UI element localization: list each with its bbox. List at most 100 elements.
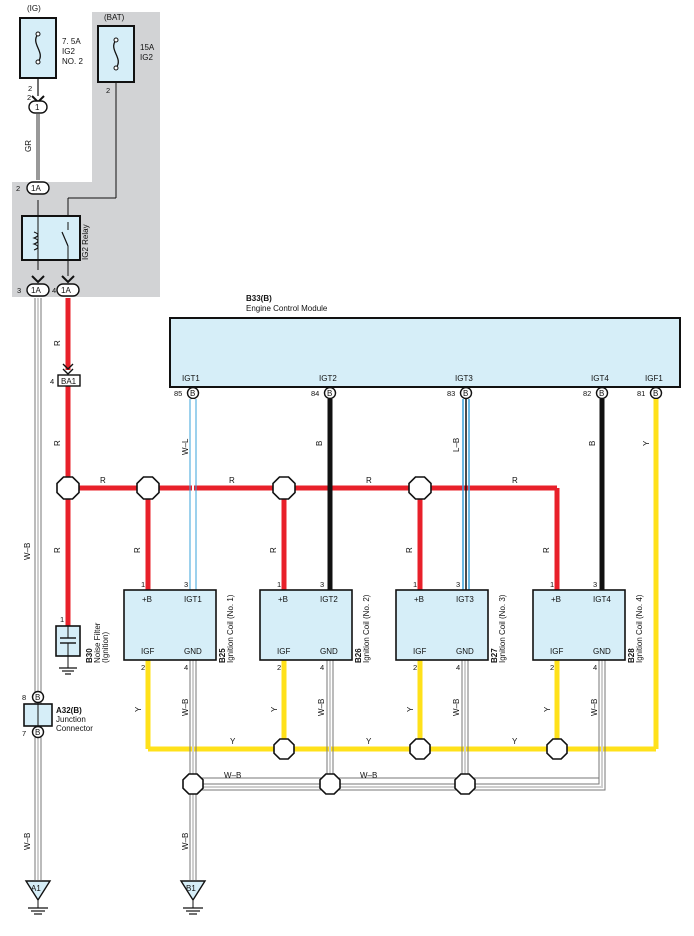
svg-text:GND: GND — [456, 647, 474, 656]
svg-text:Ignition Coil (No. 1): Ignition Coil (No. 1) — [226, 594, 235, 663]
svg-text:3: 3 — [456, 580, 460, 589]
wire-r-label-7: R — [512, 476, 518, 485]
svg-text:4: 4 — [456, 663, 460, 672]
ground-a1 — [24, 880, 52, 915]
wire-wb-label-3: W–B — [181, 699, 190, 716]
ig2-relay — [21, 200, 81, 276]
svg-text:B26: B26 — [354, 648, 363, 663]
splice-yellow-2 — [409, 738, 431, 760]
connector-1-pin: 2 — [27, 93, 31, 102]
fuse2-name: IG2 — [140, 53, 153, 62]
svg-text:4: 4 — [184, 663, 188, 672]
svg-text:+B: +B — [414, 595, 424, 604]
svg-text:B: B — [599, 389, 604, 398]
splice-red-1 — [56, 476, 80, 500]
noise-filter-pin: 1 — [60, 615, 64, 624]
noise-filter — [55, 625, 81, 675]
wire-r-label-1: R — [53, 340, 62, 346]
wire-y-label-2: Y — [134, 706, 143, 712]
connector-1a-right: 1A — [56, 283, 80, 297]
svg-text:IGF: IGF — [141, 647, 154, 656]
ground-b1-label: B1 — [186, 884, 196, 893]
wire-r-label-6: R — [366, 476, 372, 485]
wire-wb-coils — [189, 660, 606, 880]
svg-text:IGT3: IGT3 — [456, 595, 474, 604]
wire-wb-label-2: W–B — [23, 833, 32, 850]
svg-text:IGF1: IGF1 — [645, 374, 663, 383]
ground-a1-label: A1 — [31, 884, 41, 893]
splice-yellow-3 — [546, 738, 568, 760]
wire-wb-label-6: W–B — [590, 699, 599, 716]
fuse1-source: (IG) — [27, 4, 41, 13]
fuse1-name: IG2 — [62, 47, 75, 56]
svg-text:GND: GND — [320, 647, 338, 656]
fuse1-pin: 2 — [28, 84, 32, 93]
svg-text:IGF: IGF — [550, 647, 563, 656]
splice-red-3 — [272, 476, 296, 500]
svg-text:+B: +B — [142, 595, 152, 604]
svg-text:Ignition Coil (No. 4): Ignition Coil (No. 4) — [635, 594, 644, 663]
svg-text:2: 2 — [413, 663, 417, 672]
svg-text:Ignition Coil (No. 3): Ignition Coil (No. 3) — [498, 594, 507, 663]
connector-1a-left-pin: 3 — [17, 286, 21, 295]
wire-r-label-10: R — [405, 547, 414, 553]
svg-text:IGT4: IGT4 — [591, 374, 609, 383]
fuse2-source: (BAT) — [104, 13, 125, 22]
connector-1a-top-pin: 2 — [16, 184, 20, 193]
svg-text:B: B — [327, 389, 332, 398]
junction-connector: B B — [23, 690, 53, 739]
wire-y-label-4: Y — [406, 706, 415, 712]
connector-ba1: BA1 — [57, 374, 81, 387]
ecm-name: Engine Control Module — [246, 304, 328, 313]
wire-wb-label-8: W–B — [360, 771, 377, 780]
noise-filter-code: B30 — [85, 648, 94, 663]
svg-text:2: 2 — [141, 663, 145, 672]
svg-text:IGT2: IGT2 — [319, 374, 337, 383]
svg-text:3: 3 — [320, 580, 324, 589]
connector-1a-top: 1A — [26, 181, 50, 195]
junction-line2: Connector — [56, 724, 93, 733]
wire-wb-label-7: W–B — [224, 771, 241, 780]
wire-yellow — [145, 399, 659, 752]
wire-igt1-label: W–L — [181, 438, 190, 455]
wire-r-label-2: R — [53, 440, 62, 446]
svg-text:1: 1 — [413, 580, 417, 589]
svg-text:B27: B27 — [490, 648, 499, 663]
splice-ground-1 — [182, 773, 204, 795]
svg-text:IGT2: IGT2 — [320, 595, 338, 604]
svg-text:BA1: BA1 — [61, 377, 77, 386]
svg-text:IGT1: IGT1 — [184, 595, 202, 604]
ground-b1 — [179, 880, 207, 915]
wire-y-label-7: Y — [366, 737, 372, 746]
ecm-code: B33(B) — [246, 294, 272, 303]
svg-text:1A: 1A — [31, 286, 41, 295]
svg-text:4: 4 — [320, 663, 324, 672]
wire-igt4-label: B — [588, 441, 597, 446]
svg-text:B: B — [35, 693, 40, 702]
connector-1a-left: 1A — [26, 283, 50, 297]
junction-line1: Junction — [56, 715, 86, 724]
svg-text:4: 4 — [593, 663, 597, 672]
svg-text:IGT1: IGT1 — [182, 374, 200, 383]
ecm-box — [169, 317, 681, 388]
svg-text:B: B — [35, 728, 40, 737]
wire-r-label-4: R — [100, 476, 106, 485]
wire-y-label-8: Y — [512, 737, 518, 746]
svg-text:IGF: IGF — [413, 647, 426, 656]
splice-yellow-1 — [273, 738, 295, 760]
junction-pin-top: 8 — [22, 693, 26, 702]
svg-text:1: 1 — [277, 580, 281, 589]
fuse2-pin: 2 — [106, 86, 110, 95]
svg-text:1A: 1A — [61, 286, 71, 295]
wire-y-label-1: Y — [642, 440, 651, 446]
svg-text:B: B — [463, 389, 468, 398]
svg-text:3: 3 — [593, 580, 597, 589]
